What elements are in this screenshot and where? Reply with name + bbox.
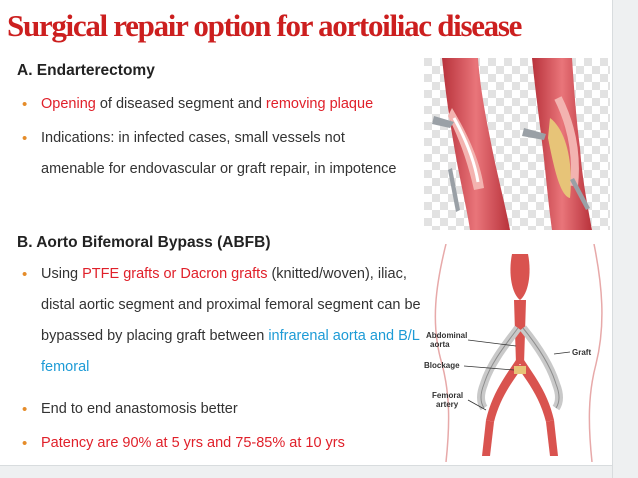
text-removing-plaque: removing plaque — [265, 96, 374, 112]
slide-right-border — [612, 0, 638, 478]
bullet-text: Indications: in infected cases, small ve… — [41, 130, 397, 177]
label-blockage: Blockage — [424, 361, 460, 370]
slide-title: Surgical repair option for aortoiliac di… — [7, 8, 522, 43]
bullet-text: Opening of diseased segment and removing… — [22, 89, 422, 120]
label-aorta: aorta — [430, 340, 450, 349]
text-opening: Opening — [41, 96, 96, 112]
heading-endarterectomy: A. Endarterectomy — [17, 62, 155, 79]
bullet-icon: • — [22, 130, 28, 147]
bullet-patency: • Patency are 90% at 5 yrs and 75-85% at… — [22, 428, 422, 459]
text-segment: of diseased segment and — [95, 96, 266, 112]
bullet-anastomosis: • End to end anastomosis better — [22, 394, 422, 425]
text-bypass: (knitted/woven), iliac, distal aortic se… — [41, 266, 421, 344]
bullet-icon: • — [22, 401, 28, 418]
text-using: Using — [41, 266, 83, 282]
bullet-text: Using PTFE grafts or Dacron grafts (knit… — [22, 259, 422, 383]
text-infrarenal: infrarenal aorta and B/L femoral — [41, 328, 420, 375]
bullet-text: Patency are 90% at 5 yrs and 75-85% at 1… — [41, 435, 345, 451]
bullet-icon: • — [22, 435, 28, 452]
bullet-opening: • Opening of diseased segment and removi… — [22, 89, 422, 120]
slide-bottom-border — [0, 465, 612, 478]
bullet-text: End to end anastomosis better — [41, 401, 238, 417]
label-femoral: Femoral — [432, 391, 463, 400]
bullet-grafts: • Using PTFE grafts or Dacron grafts (kn… — [22, 259, 422, 383]
bypass-diagram: Abdominal aorta Graft Blockage Femoral a… — [424, 244, 603, 462]
text-graft-types: PTFE grafts or Dacron grafts — [82, 266, 268, 282]
endarterectomy-illustration — [424, 58, 610, 230]
bullet-indications: • Indications: in infected cases, small … — [22, 123, 397, 185]
bullet-icon: • — [22, 266, 28, 283]
label-abdominal: Abdominal — [426, 331, 467, 340]
bullet-icon: • — [22, 96, 28, 113]
label-artery: artery — [436, 400, 459, 409]
label-graft: Graft — [572, 348, 591, 357]
heading-abfb: B. Aorto Bifemoral Bypass (ABFB) — [17, 234, 271, 251]
